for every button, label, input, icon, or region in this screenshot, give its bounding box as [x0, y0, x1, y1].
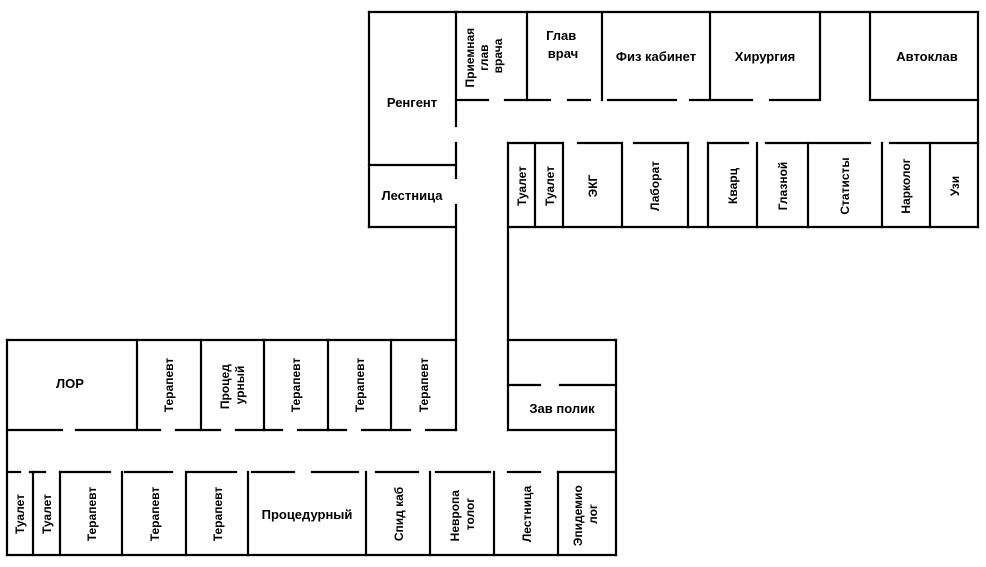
room-uzi: Узи: [948, 176, 962, 196]
room-narkolog: Нарколог: [899, 158, 913, 213]
room-zav-polik: Зав полик: [529, 401, 595, 416]
room-hirurgiya: Хирургия: [735, 49, 795, 64]
room-statisty: Статисты: [838, 157, 852, 214]
room-glaznoy: Глазной: [776, 162, 790, 211]
room-tualet-2: Туалет: [543, 166, 557, 206]
room-priemnaya: Приемная глав врача: [463, 25, 505, 88]
room-terapevt-u1: Терапевт: [162, 358, 176, 413]
room-glav-vrach: Глав врач: [546, 28, 580, 61]
room-procedurny-upper: Процед урный: [218, 361, 247, 409]
room-lor: ЛОР: [56, 376, 84, 391]
room-tualet-4: Туалет: [40, 494, 54, 534]
room-stairs-top: Лестница: [381, 188, 443, 203]
room-rentgen: Ренгент: [387, 95, 437, 110]
room-tualet-3: Туалет: [13, 494, 27, 534]
room-terapevt-u2: Терапевт: [289, 358, 303, 413]
room-fiz-kabinet: Физ кабинет: [616, 49, 696, 64]
room-spid-kab: Спид каб: [392, 487, 406, 541]
room-ekg: ЭКГ: [586, 174, 600, 197]
room-nevropatolog: Невропа толог: [448, 487, 477, 542]
room-terapevt-l3: Терапевт: [211, 487, 225, 542]
vertical-labels: Приемная глав врача Туалет Туалет ЭКГ Ла…: [13, 25, 962, 546]
room-tualet-1: Туалет: [515, 166, 529, 206]
walls: [5, 10, 980, 557]
room-terapevt-u3: Терапевт: [353, 358, 367, 413]
room-avtoklav: Автоклав: [896, 49, 958, 64]
room-terapevt-u4: Терапевт: [417, 358, 431, 413]
room-labels: Ренгент Лестница Глав врач Физ кабинет Х…: [56, 28, 958, 522]
room-procedurny-lower: Процедурный: [262, 507, 353, 522]
room-terapevt-l2: Терапевт: [148, 487, 162, 542]
room-terapevt-l1: Терапевт: [85, 487, 99, 542]
room-stairs-bottom: Лестница: [520, 486, 534, 543]
room-epidemiolog: Эпидемио лог: [571, 482, 600, 546]
room-laborat: Лаборат: [648, 161, 662, 211]
room-kvarc: Кварц: [726, 167, 740, 204]
